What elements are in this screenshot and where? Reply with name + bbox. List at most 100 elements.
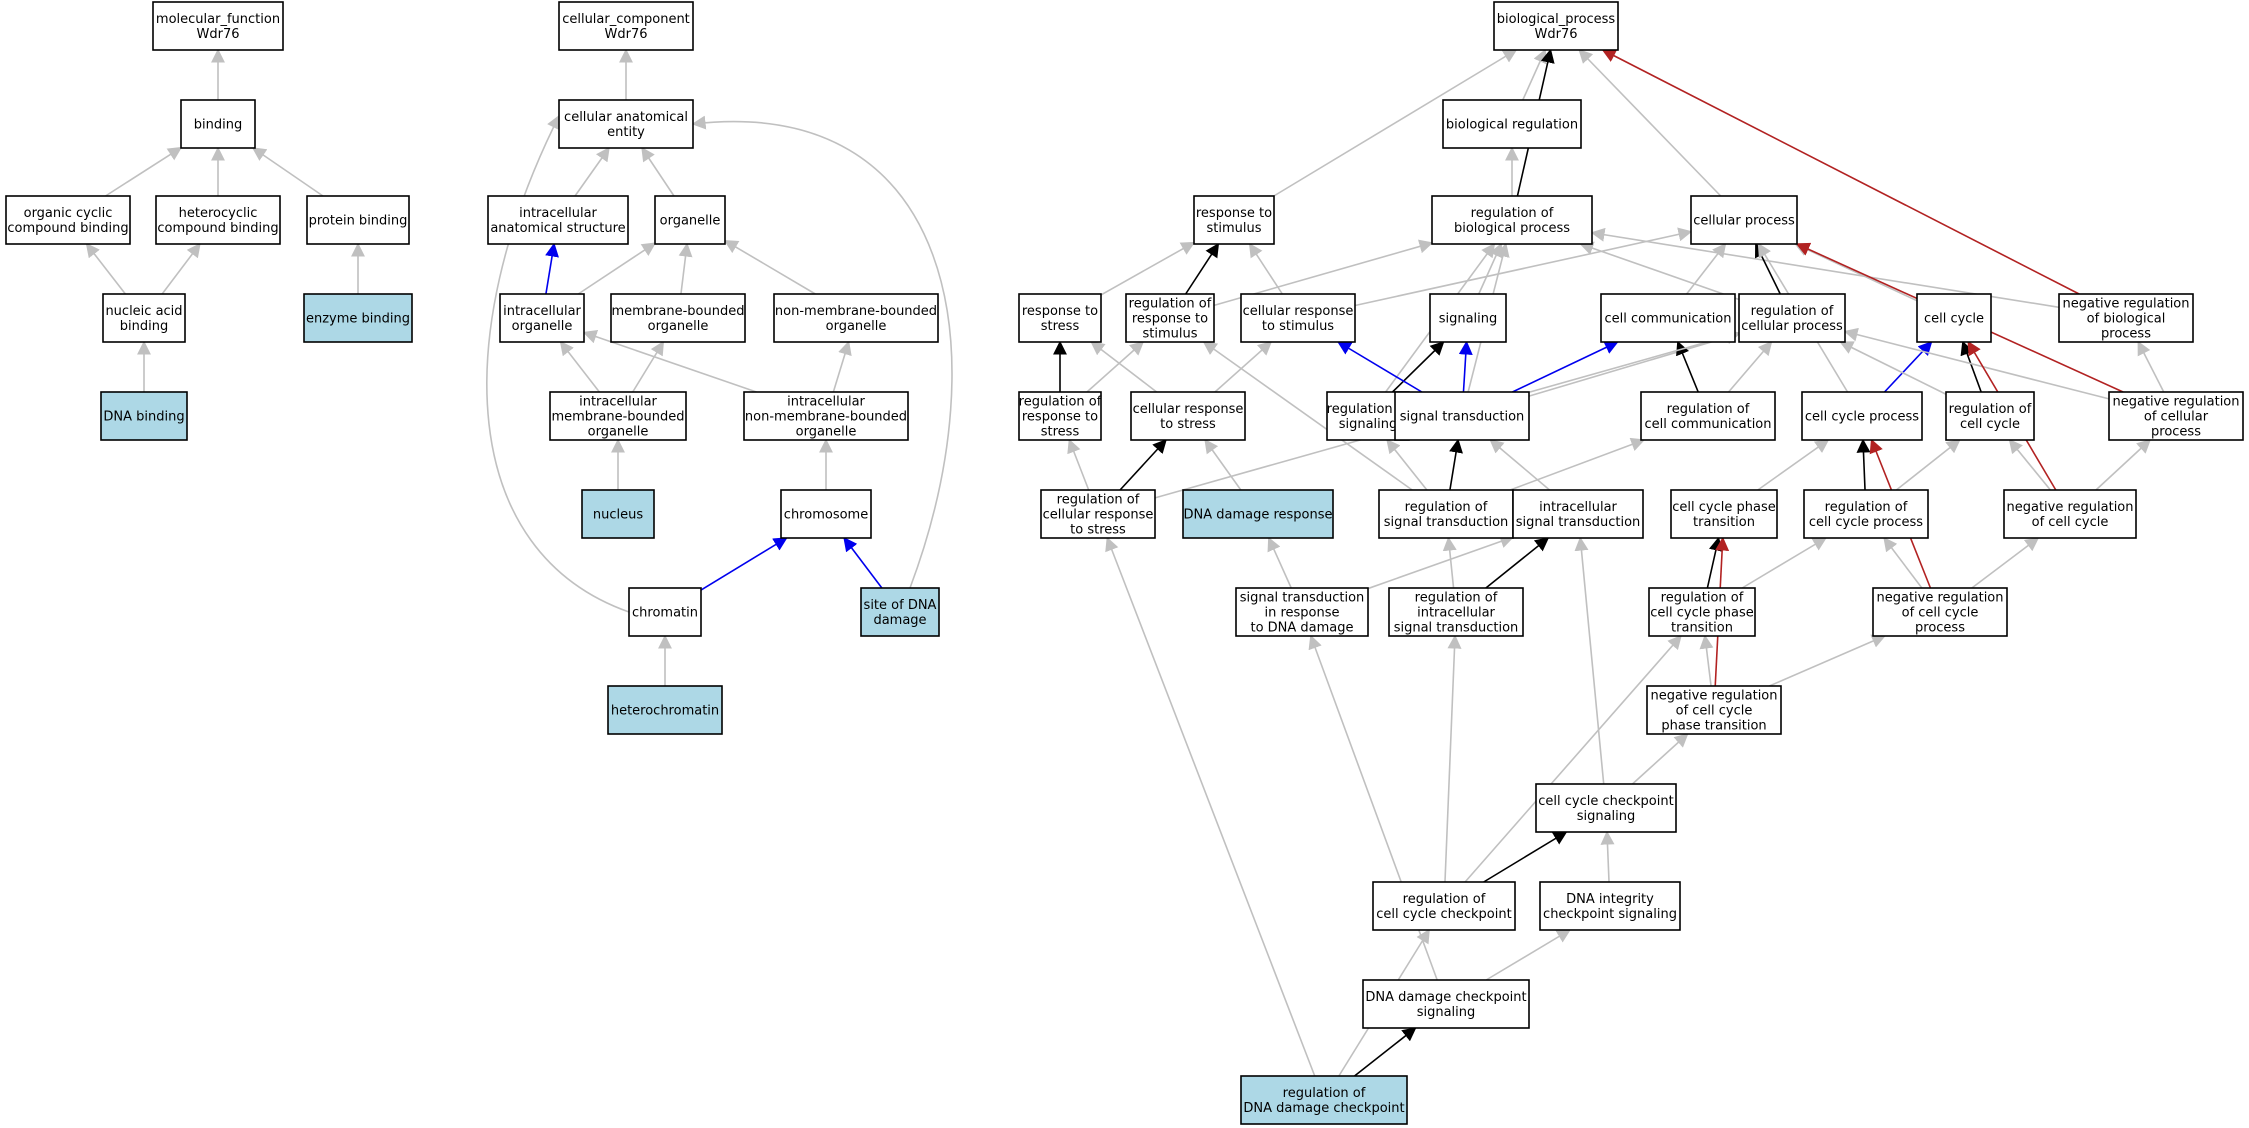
node-label: signal transduction — [1384, 515, 1509, 530]
node-label: membrane-bounded — [611, 304, 744, 319]
node-box — [1535, 783, 1677, 833]
node-ddr: DNA damage response — [1182, 489, 1334, 539]
node-label: chromosome — [784, 508, 868, 523]
node-box — [558, 99, 694, 149]
node-label: cell cycle process — [1805, 410, 1919, 425]
node-box — [2003, 489, 2137, 539]
node-label: of cellular — [2144, 410, 2209, 425]
edge-io-to-org — [577, 242, 657, 295]
edge-nrccp-to-rccp — [1883, 536, 1923, 589]
node-box — [1431, 195, 1593, 245]
edge-stdd-to-ist — [1367, 534, 1515, 590]
node-label: signaling — [1577, 809, 1636, 824]
node-label: molecular_function — [156, 12, 280, 27]
node-label: intracellular — [519, 206, 597, 221]
node-label: signal transduction — [1240, 591, 1365, 606]
edge-rst-to-rsig — [1386, 438, 1428, 491]
node-label: of cell cycle — [1902, 606, 1979, 621]
node-box — [1600, 293, 1736, 343]
node-box — [152, 1, 284, 51]
edge-crts-to-cp — [1354, 227, 1693, 307]
node-box — [1394, 391, 1530, 441]
node-box — [487, 195, 629, 245]
node-label: Wdr76 — [605, 27, 648, 42]
node-label: nucleus — [593, 508, 643, 523]
node-chromatin: chromatin — [628, 587, 702, 637]
node-box — [581, 489, 655, 539]
node-box — [1801, 391, 1923, 441]
node-label: organelle — [826, 319, 887, 334]
node-st: signal transduction — [1394, 391, 1530, 441]
node-label: negative regulation — [2112, 395, 2239, 410]
edge-ist-to-st — [1489, 439, 1551, 491]
node-label: organelle — [588, 425, 649, 440]
node-label: negative regulation — [2062, 297, 2189, 312]
node-label: regulation of — [1403, 892, 1486, 907]
node-box — [1240, 293, 1356, 343]
edge-inmbo-to-nmbo — [832, 340, 852, 393]
node-box — [628, 587, 702, 637]
node-label: regulation of — [1949, 402, 2032, 417]
node-label: organelle — [648, 319, 709, 334]
node-label: cell cycle process — [1809, 515, 1923, 530]
node-box — [1916, 293, 1992, 343]
edge-rcp-to-rbp — [1579, 241, 1740, 301]
node-label: signaling — [1439, 312, 1498, 327]
node-label: biological_process — [1497, 12, 1616, 27]
edge-st-to-ccomm — [1512, 341, 1619, 393]
node-ccomm: cell communication — [1600, 293, 1736, 343]
node-box — [1670, 489, 1778, 539]
node-label: cellular process — [1693, 214, 1795, 229]
edge-rcrts-to-rrtstress — [1067, 438, 1090, 491]
edge-io-to-ias — [545, 242, 559, 295]
edge-rccyc-to-rcp — [1839, 341, 1947, 395]
node-box — [1182, 489, 1334, 539]
edge-rrts-to-rts — [1185, 242, 1220, 295]
node-label: regulation of — [1661, 591, 1744, 606]
edge-rrtstress-to-rrts — [1086, 341, 1145, 393]
node-label: regulation of — [1415, 591, 1498, 606]
node-label: protein binding — [309, 214, 408, 229]
node-label: intracellular — [1417, 606, 1495, 621]
node-box — [1362, 979, 1530, 1029]
node-box — [654, 195, 726, 245]
node-sig: signaling — [1429, 293, 1507, 343]
node-label: stimulus — [1206, 221, 1261, 236]
edge-st-to-sig — [1458, 340, 1473, 393]
node-box — [1193, 195, 1275, 245]
node-box — [1442, 99, 1582, 149]
node-chrom: chromosome — [780, 489, 872, 539]
node-label: signaling — [1417, 1005, 1476, 1020]
edge-mbo-to-org — [678, 242, 693, 295]
node-box — [1640, 391, 1776, 441]
node-label: in response — [1264, 606, 1339, 621]
node-box — [306, 195, 410, 245]
edge-rsig-to-sig — [1391, 341, 1445, 393]
edge-ias-to-cae — [574, 146, 610, 197]
node-box — [773, 293, 939, 343]
node-label: negative regulation — [1650, 689, 1777, 704]
node-box — [102, 293, 186, 343]
node-box — [2108, 391, 2244, 441]
node-inmbo: intracellularnon-membrane-boundedorganel… — [743, 391, 909, 441]
edge-nrcp-to-rcp — [1843, 327, 2110, 400]
node-box — [1493, 1, 1619, 51]
node-breg: biological regulation — [1442, 99, 1582, 149]
node-box — [1372, 881, 1516, 931]
node-label: anatomical structure — [490, 221, 625, 236]
